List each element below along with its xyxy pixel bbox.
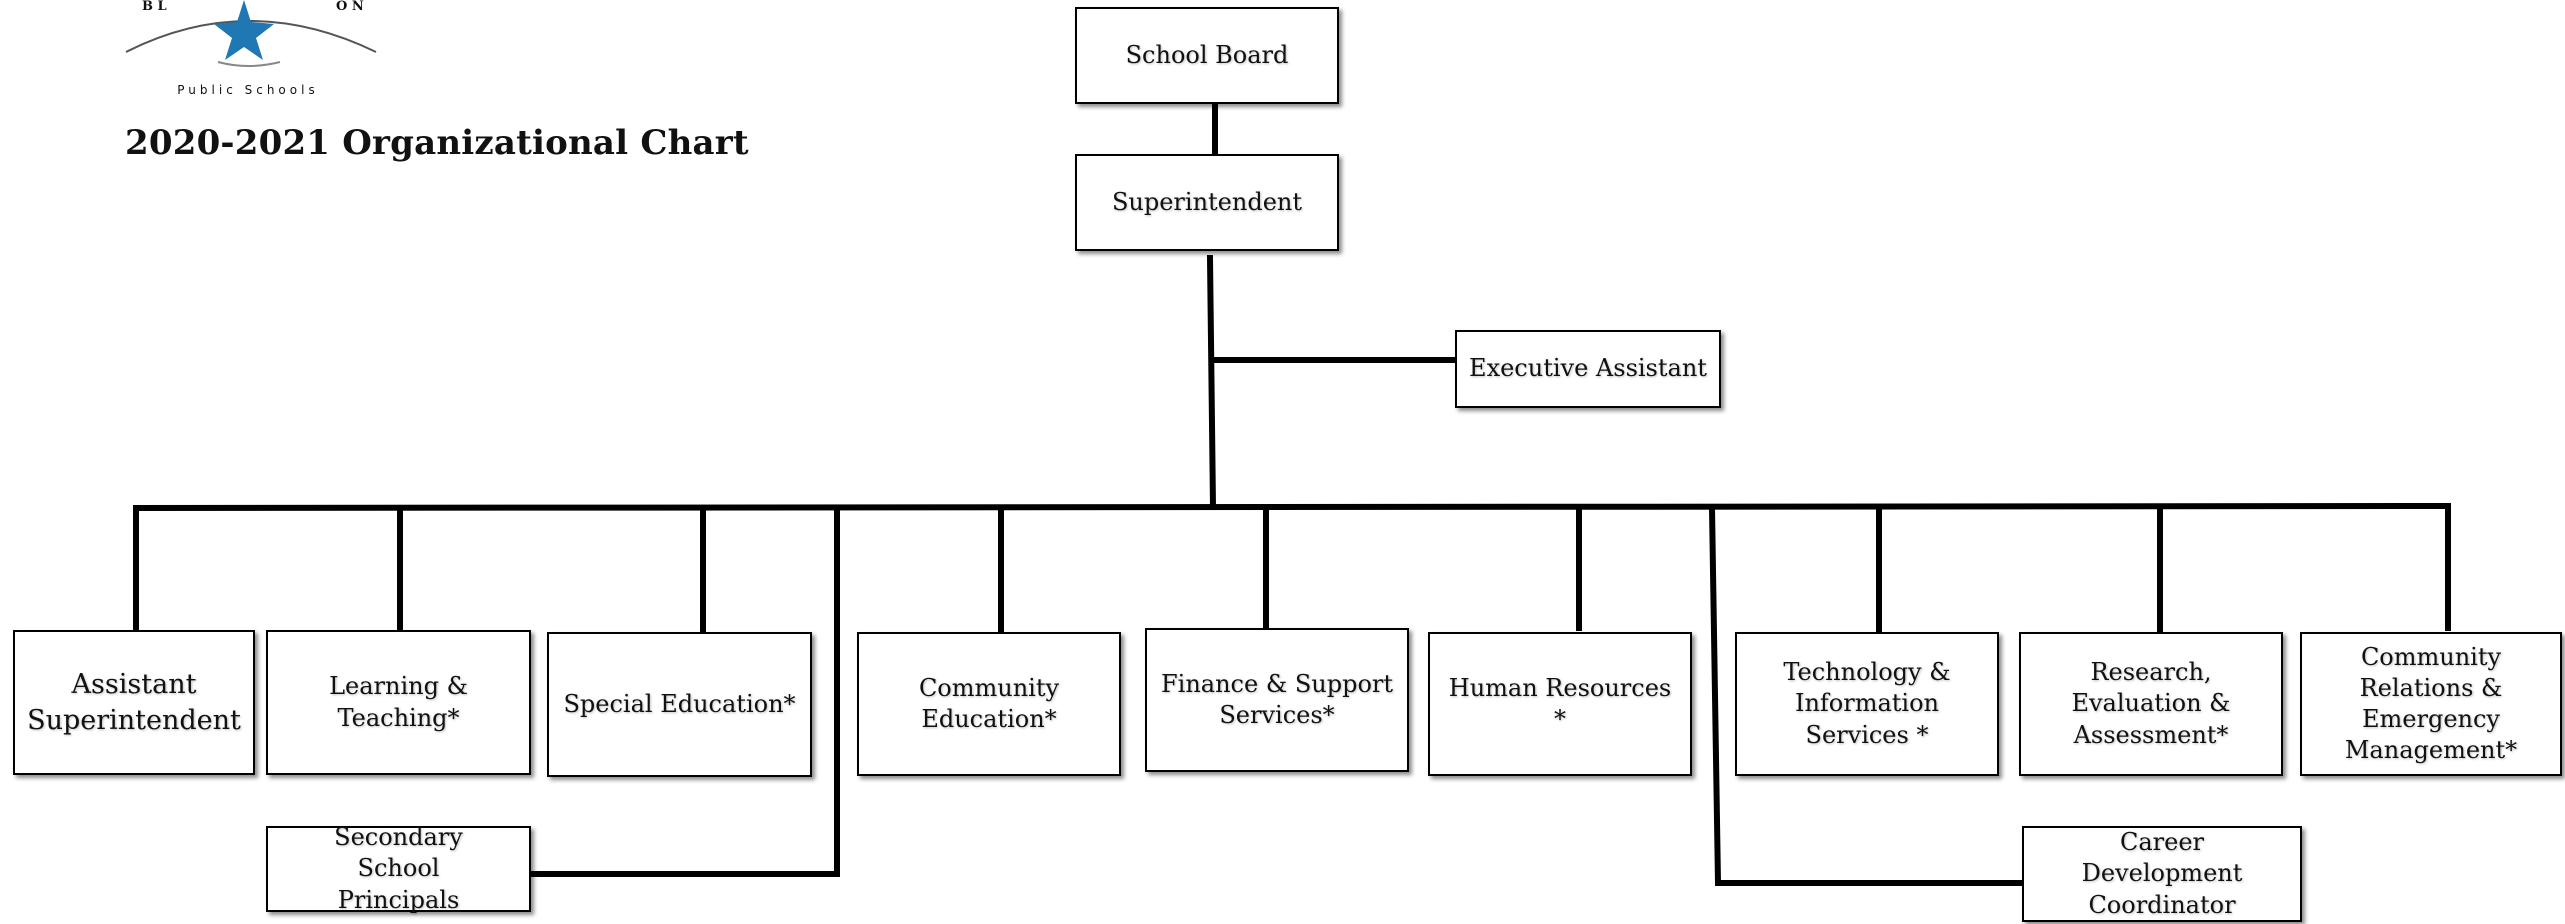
node-research-evaluation: Research, Evaluation & Assessment* — [2019, 632, 2283, 776]
logo-swoosh — [217, 61, 281, 67]
node-community-education: Community Education* — [857, 632, 1121, 776]
node-school-board: School Board — [1075, 7, 1339, 104]
connector-main-bus — [132, 502, 2452, 512]
logo-graphic: B L O N Public Schools — [125, 0, 377, 97]
node-technology-information: Technology & Information Services * — [1735, 632, 1999, 776]
node-community-relations: Community Relations & Emergency Manageme… — [2300, 632, 2562, 776]
district-logo: B L O N Public Schools — [118, 0, 378, 100]
connector-superintendent-trunk — [1206, 254, 1217, 511]
node-superintendent: Superintendent — [1075, 154, 1339, 251]
logo-subtitle: Public Schools — [177, 83, 318, 97]
node-secondary-principals: Secondary School Principals — [266, 823, 531, 914]
node-label: Executive Assistant — [1469, 354, 1707, 383]
node-label: Secondary School Principals — [334, 823, 463, 914]
node-label: Community Education* — [918, 673, 1060, 733]
node-label: Human Resources * — [1448, 673, 1672, 733]
logo-arc-text-right: O N — [336, 0, 364, 14]
page-title: 2020-2021 Organizational Chart — [125, 123, 749, 163]
star-icon — [214, 0, 274, 60]
node-label: Finance & Support Services* — [1161, 669, 1394, 729]
node-label: Assistant Superintendent — [27, 669, 241, 736]
node-human-resources: Human Resources * — [1428, 632, 1692, 776]
drop-career-trunk — [1708, 504, 1722, 887]
node-label: Community Relations & Emergency Manageme… — [2344, 642, 2518, 765]
node-label: Special Education* — [563, 689, 796, 718]
node-label: School Board — [1125, 40, 1289, 69]
node-assistant-superintendent: Assistant Superintendent — [13, 630, 255, 775]
node-label: Technology & Information Services * — [1783, 658, 1951, 749]
node-career-development: Career Development Coordinator — [2022, 826, 2302, 922]
node-label: Learning & Teaching* — [329, 672, 468, 732]
node-label: Superintendent — [1111, 187, 1303, 216]
node-label: Career Development Coordinator — [2081, 828, 2243, 919]
node-special-education: Special Education* — [547, 632, 812, 777]
node-finance-support: Finance & Support Services* — [1145, 628, 1409, 772]
node-executive-assistant: Executive Assistant — [1455, 330, 1721, 408]
logo-arc-text-left: B L — [142, 0, 167, 14]
node-label: Research, Evaluation & Assessment* — [2071, 658, 2231, 749]
node-learning-teaching: Learning & Teaching* — [266, 630, 531, 775]
